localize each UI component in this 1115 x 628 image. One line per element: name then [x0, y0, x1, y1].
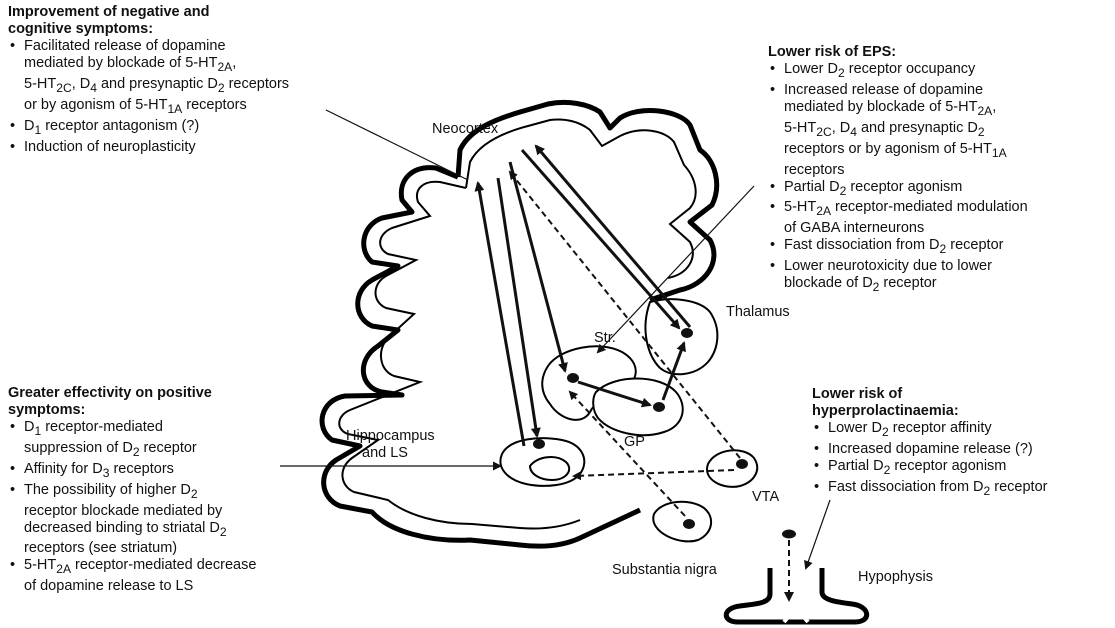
- vta-dot: [736, 459, 748, 469]
- item-line: Partial D2 receptor agonism: [828, 458, 1047, 479]
- item-line: The possibility of higher D2: [24, 482, 256, 503]
- item-line: suppression of D2 receptor: [24, 440, 256, 461]
- item-line: Induction of neuroplasticity: [24, 139, 289, 156]
- vta-shape: [707, 450, 757, 487]
- striatum-dot: [567, 373, 579, 383]
- negative-heading: Improvement of negative and cognitive sy…: [8, 4, 289, 38]
- item-line: Lower D2 receptor occupancy: [784, 61, 1028, 82]
- item-line: Increased release of dopamine: [784, 82, 1028, 99]
- list-item: The possibility of higher D2 receptor bl…: [8, 482, 256, 558]
- list-item: 5-HT2A receptor-mediated modulation of G…: [768, 199, 1028, 237]
- item-line: 5-HT2A receptor-mediated modulation: [784, 199, 1028, 220]
- list-item: Lower neurotoxicity due to lower blockad…: [768, 258, 1028, 296]
- heading-line: Lower risk of EPS:: [768, 44, 1028, 61]
- list-item: Lower D2 receptor affinity: [812, 420, 1047, 441]
- heading-line: Lower risk of: [812, 386, 1047, 403]
- item-line: receptor blockade mediated by: [24, 503, 256, 520]
- hippocampus-dot: [533, 439, 545, 449]
- list-item: Facilitated release of dopamine mediated…: [8, 38, 289, 118]
- negative-symptoms-block: Improvement of negative and cognitive sy…: [8, 4, 289, 156]
- eps-block: Lower risk of EPS: Lower D2 receptor occ…: [768, 44, 1028, 296]
- prolactin-pointer-line: [806, 500, 830, 568]
- hypophysis-shape: [726, 568, 866, 622]
- thalamus-label: Thalamus: [726, 304, 790, 321]
- heading-line: Improvement of negative and: [8, 4, 289, 21]
- item-line: decreased binding to striatal D2: [24, 520, 256, 541]
- vta-label: VTA: [752, 489, 779, 506]
- heading-line: symptoms:: [8, 402, 256, 419]
- list-item: Partial D2 receptor agonism: [812, 458, 1047, 479]
- item-line: Lower neurotoxicity due to lower: [784, 258, 1028, 275]
- item-line: receptors or by agonism of 5-HT1A: [784, 141, 1028, 162]
- item-line: of GABA interneurons: [784, 220, 1028, 237]
- hippocampus-to-cortex-arrow: [478, 183, 524, 446]
- item-line: Fast dissociation from D2 receptor: [828, 479, 1047, 500]
- hypophysis-label: Hypophysis: [858, 569, 933, 586]
- cortex-to-striatum-arrow: [510, 162, 565, 371]
- prolactin-list: Lower D2 receptor affinity Increased dop…: [812, 420, 1047, 500]
- list-item: Partial D2 receptor agonism: [768, 179, 1028, 200]
- list-item: D1 receptor antagonism (?): [8, 118, 289, 139]
- item-line: D1 receptor antagonism (?): [24, 118, 289, 139]
- list-item: Affinity for D3 receptors: [8, 461, 256, 482]
- heading-line: Greater effectivity on positive: [8, 385, 256, 402]
- item-line: receptors: [784, 162, 1028, 179]
- item-line: Increased dopamine release (?): [828, 441, 1047, 458]
- prolactin-heading: Lower risk of hyperprolactinaemia:: [812, 386, 1047, 420]
- thalamus-shape: [645, 299, 717, 374]
- list-item: Fast dissociation from D2 receptor: [768, 237, 1028, 258]
- negative-list: Facilitated release of dopamine mediated…: [8, 38, 289, 156]
- eps-heading: Lower risk of EPS:: [768, 44, 1028, 61]
- heading-line: hyperprolactinaemia:: [812, 403, 1047, 420]
- label-line: and LS: [346, 445, 435, 462]
- hippocampus-inner: [530, 457, 569, 480]
- list-item: Induction of neuroplasticity: [8, 139, 289, 156]
- cortex-to-hippocampus-arrow: [498, 178, 537, 436]
- item-line: Partial D2 receptor agonism: [784, 179, 1028, 200]
- item-line: receptors (see striatum): [24, 540, 256, 557]
- list-item: 5-HT2A receptor-mediated decrease of dop…: [8, 557, 256, 595]
- item-line: Lower D2 receptor affinity: [828, 420, 1047, 441]
- item-line: of dopamine release to LS: [24, 578, 256, 595]
- item-line: blockade of D2 receptor: [784, 275, 1028, 296]
- item-line: 5-HT2C, D4 and presynaptic D2 receptors: [24, 76, 289, 97]
- substantia-nigra-label: Substantia nigra: [612, 562, 717, 579]
- heading-line: cognitive symptoms:: [8, 21, 289, 38]
- gp-label: GP: [624, 434, 645, 451]
- thalamus-dot: [681, 328, 693, 338]
- prolactin-block: Lower risk of hyperprolactinaemia: Lower…: [812, 386, 1047, 500]
- substantia-nigra-shape: [653, 502, 711, 542]
- positive-heading: Greater effectivity on positive symptoms…: [8, 385, 256, 419]
- list-item: Increased release of dopamine mediated b…: [768, 82, 1028, 179]
- item-line: mediated by blockade of 5-HT2A,: [24, 55, 289, 76]
- item-line: 5-HT2C, D4 and presynaptic D2: [784, 120, 1028, 141]
- positive-symptoms-block: Greater effectivity on positive symptoms…: [8, 385, 256, 595]
- hypophysis-source-dot: [782, 530, 796, 539]
- hippocampus-label: Hippocampus and LS: [346, 428, 435, 462]
- striatum-label: Str.: [594, 330, 616, 347]
- list-item: Lower D2 receptor occupancy: [768, 61, 1028, 82]
- list-item: D1 receptor-mediated suppression of D2 r…: [8, 419, 256, 461]
- item-line: D1 receptor-mediated: [24, 419, 256, 440]
- positive-list: D1 receptor-mediated suppression of D2 r…: [8, 419, 256, 595]
- eps-list: Lower D2 receptor occupancy Increased re…: [768, 61, 1028, 296]
- list-item: Fast dissociation from D2 receptor: [812, 479, 1047, 500]
- item-line: mediated by blockade of 5-HT2A,: [784, 99, 1028, 120]
- label-line: Hippocampus: [346, 428, 435, 445]
- item-line: or by agonism of 5-HT1A receptors: [24, 97, 289, 118]
- item-line: Affinity for D3 receptors: [24, 461, 256, 482]
- item-line: 5-HT2A receptor-mediated decrease: [24, 557, 256, 578]
- item-line: Facilitated release of dopamine: [24, 38, 289, 55]
- gp-dot: [653, 402, 665, 412]
- list-item: Increased dopamine release (?): [812, 441, 1047, 458]
- substantia-nigra-dot: [683, 519, 695, 529]
- item-line: Fast dissociation from D2 receptor: [784, 237, 1028, 258]
- neocortex-label: Neocortex: [432, 121, 498, 138]
